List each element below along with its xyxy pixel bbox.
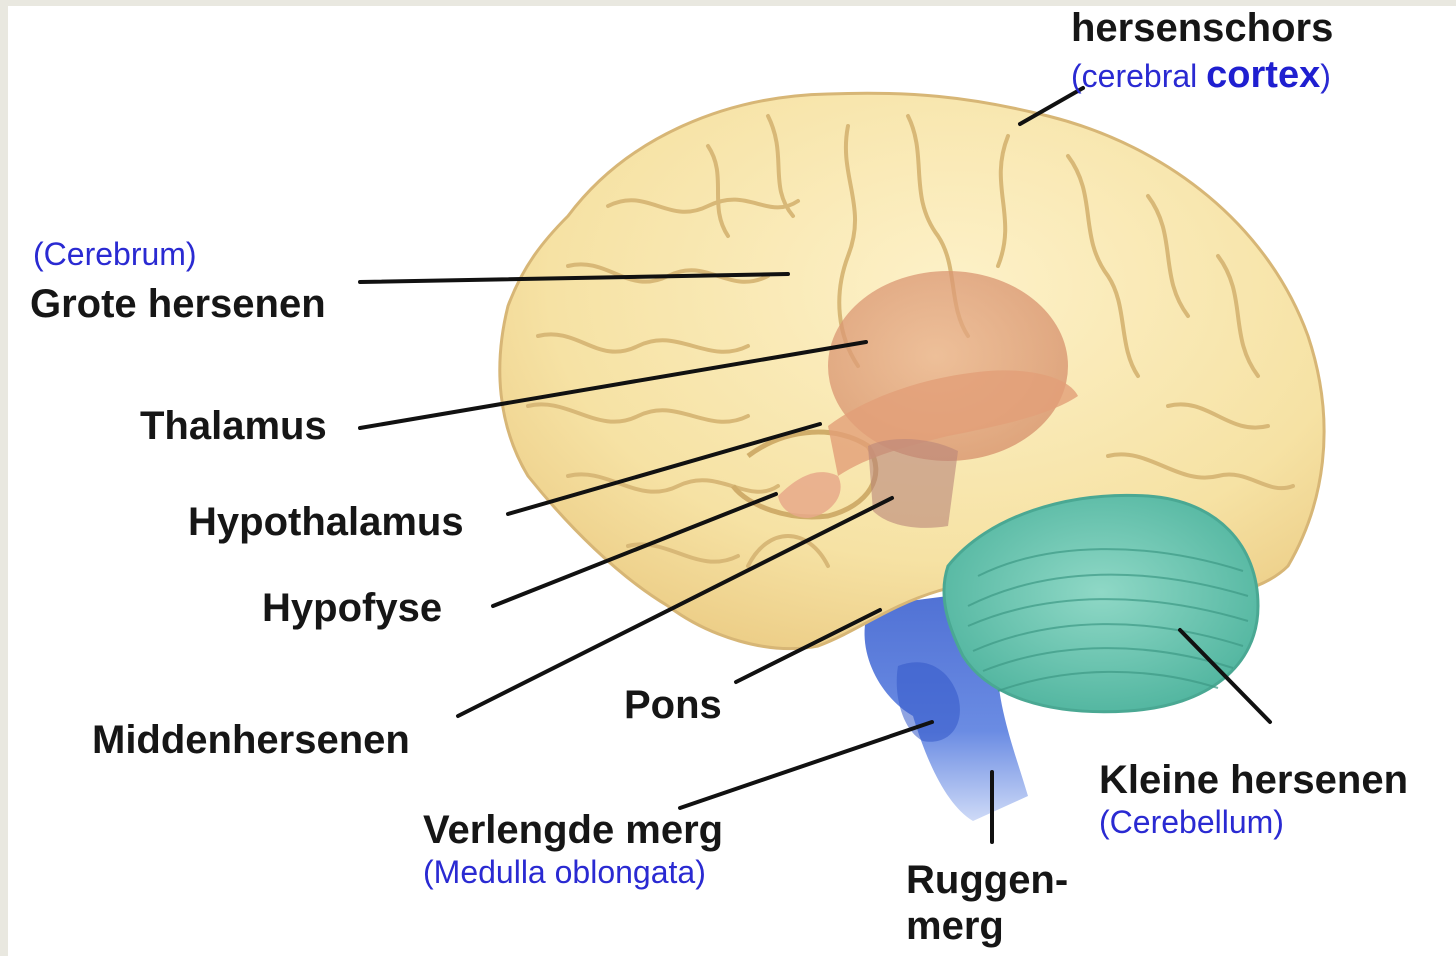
label-cortex-latin-close: ) bbox=[1320, 58, 1331, 94]
label-cerebellum: Kleine hersenen bbox=[1099, 760, 1408, 800]
label-cortex-latin-open: (cerebral bbox=[1071, 58, 1206, 94]
label-pons: Pons bbox=[624, 685, 722, 725]
label-cortex-latin-bold: cortex bbox=[1206, 54, 1320, 96]
label-cortex: hersenschors bbox=[1071, 8, 1333, 48]
label-ruggenmerg-line1: Ruggen- bbox=[906, 860, 1068, 900]
label-verlengde-merg-latin: (Medulla oblongata) bbox=[423, 856, 706, 888]
cerebellum-shape bbox=[944, 495, 1258, 711]
label-middenhersenen: Middenhersenen bbox=[92, 720, 410, 760]
diagram-canvas: hersenschors (cerebral cortex) (Cerebrum… bbox=[8, 6, 1456, 956]
label-cerebellum-latin: (Cerebellum) bbox=[1099, 806, 1284, 838]
label-thalamus: Thalamus bbox=[140, 406, 327, 446]
label-verlengde-merg: Verlengde merg bbox=[423, 810, 723, 850]
label-hypofyse: Hypofyse bbox=[262, 588, 442, 628]
label-cerebrum: Grote hersenen bbox=[30, 284, 326, 324]
label-hypothalamus: Hypothalamus bbox=[188, 502, 464, 542]
label-cerebrum-latin: (Cerebrum) bbox=[33, 238, 197, 270]
label-ruggenmerg-line2: merg bbox=[906, 906, 1004, 946]
label-cortex-latin: (cerebral cortex) bbox=[1071, 56, 1331, 94]
leader-line-verlengde-merg bbox=[680, 722, 932, 808]
